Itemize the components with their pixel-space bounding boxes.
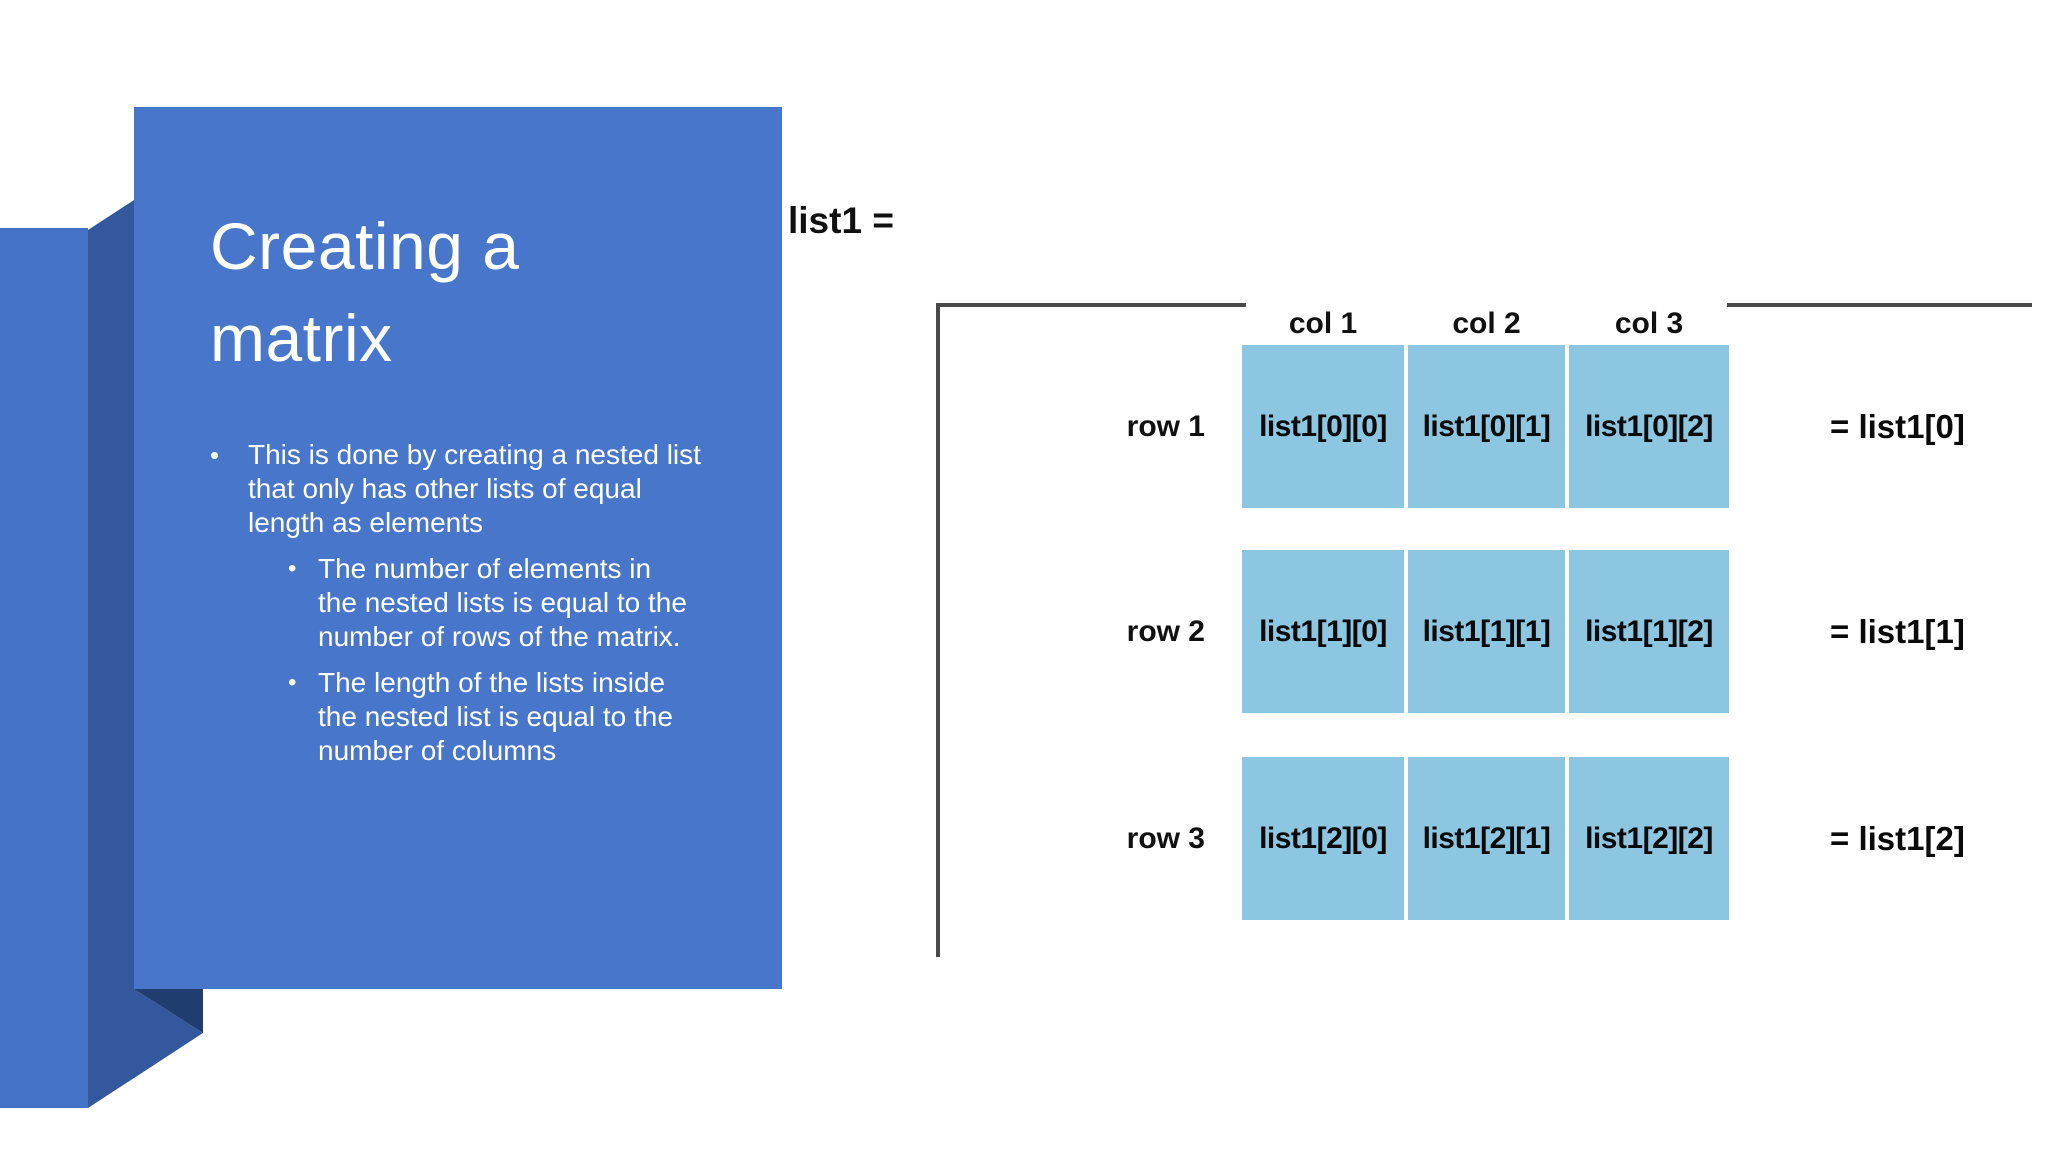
row-equation: = list1[2] <box>1830 819 1965 857</box>
row-equation: = list1[1] <box>1830 612 1965 650</box>
matrix-row: list1[1][0] list1[1][1] list1[1][2] <box>1242 550 1729 713</box>
col-header: col 1 <box>1288 307 1358 340</box>
matrix-cell: list1[0][2] <box>1569 345 1729 508</box>
row-label: row 2 <box>1126 614 1205 648</box>
bullet-text: This is done by creating a nested list t… <box>248 439 701 538</box>
ribbon-left-bar <box>0 228 88 1108</box>
matrix-cell: list1[2][2] <box>1569 757 1729 920</box>
bullet-dot-icon <box>288 552 318 654</box>
row-label: row 3 <box>1126 821 1205 855</box>
bullet-text: The length of the lists inside the neste… <box>318 667 673 766</box>
matrix-cell: list1[2][0] <box>1242 757 1404 920</box>
bracket-vertical-line <box>936 303 940 957</box>
bullet-dot-icon <box>288 666 318 768</box>
row-equation: = list1[0] <box>1830 407 1965 445</box>
column-headers: col 1 col 2 col 3 <box>1242 306 1729 342</box>
bracket-top-line-left <box>936 303 1246 307</box>
bullet-item: The length of the lists inside the neste… <box>288 666 770 768</box>
slide-title: Creating a matrix <box>210 209 520 375</box>
matrix-row: list1[2][0] list1[2][1] list1[2][2] <box>1242 757 1729 920</box>
title-panel <box>134 107 782 989</box>
ribbon-fold-shadow <box>134 989 203 1033</box>
matrix-cell: list1[1][2] <box>1569 550 1729 713</box>
ribbon-fold-side <box>88 200 203 1108</box>
matrix-row: list1[0][0] list1[0][1] list1[0][2] <box>1242 345 1729 508</box>
col-header: col 2 <box>1452 307 1521 340</box>
bracket-top-line-right <box>1727 303 2032 307</box>
bullet-dot-icon <box>210 438 248 540</box>
bullet-item: This is done by creating a nested list t… <box>210 438 770 540</box>
list1-equals-label: list1 = <box>788 200 894 241</box>
bullet-text: The number of elements in the nested lis… <box>318 553 687 652</box>
matrix-cell: list1[1][0] <box>1242 550 1404 713</box>
matrix-cell: list1[1][1] <box>1408 550 1565 713</box>
row-label: row 1 <box>1126 409 1205 443</box>
matrix-cell: list1[2][1] <box>1408 757 1565 920</box>
bullet-item: The number of elements in the nested lis… <box>288 552 770 654</box>
col-header: col 3 <box>1614 307 1684 340</box>
matrix-cell: list1[0][1] <box>1408 345 1565 508</box>
bullet-list: This is done by creating a nested list t… <box>210 438 770 768</box>
matrix-cell: list1[0][0] <box>1242 345 1404 508</box>
